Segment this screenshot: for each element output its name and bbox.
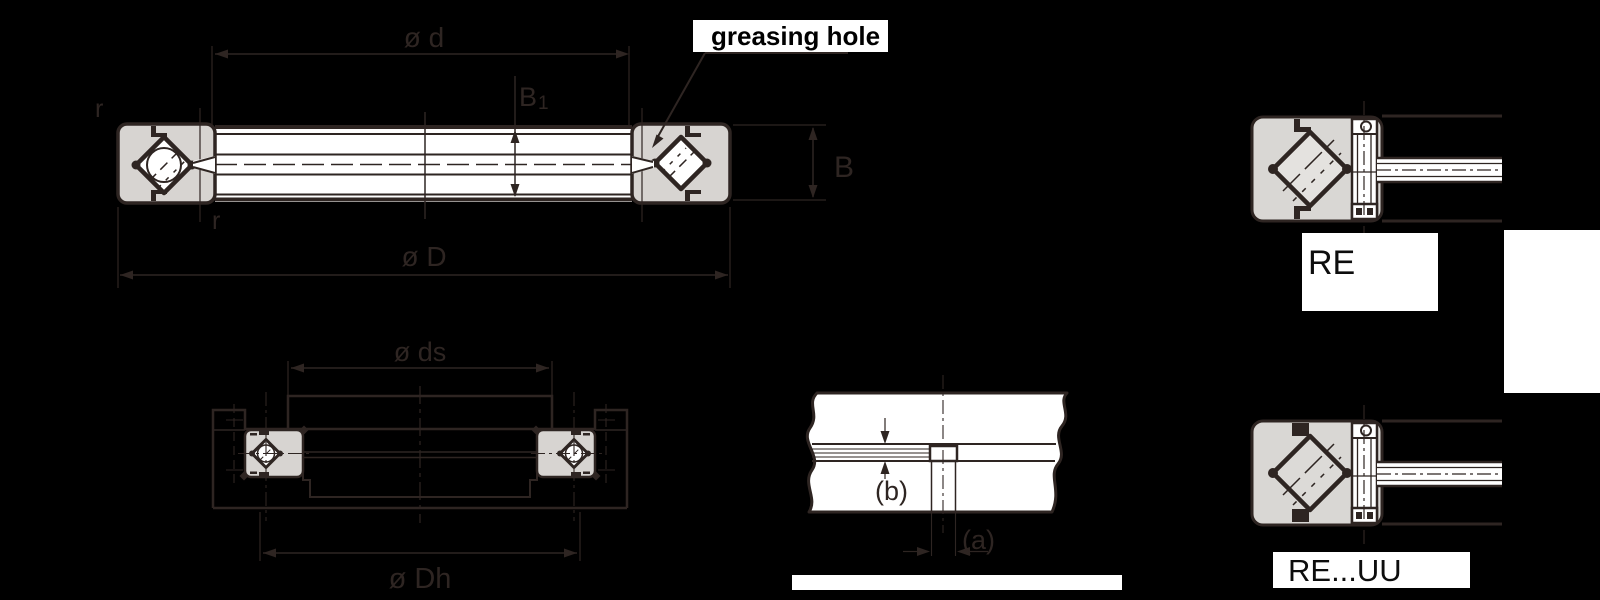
dim-b-label: B: [834, 151, 854, 184]
figure-type-re: RE: [1250, 101, 1502, 311]
seal-bottom: [1292, 509, 1309, 522]
type-open-label: RE: [1308, 244, 1355, 282]
dim-groove-depth: (b): [875, 418, 908, 506]
corner-radius-label-top: r: [95, 95, 103, 123]
dim-bearing-width: B: [733, 124, 854, 201]
corner-radius-label-bottom: r: [212, 207, 220, 235]
dim-a-detail-label: (a): [962, 525, 995, 555]
dim-bore-label: ø d: [404, 22, 444, 53]
dim-bore-diameter: ø d: [211, 22, 630, 128]
dim-b-detail-label: (b): [875, 476, 908, 506]
leader-arrowhead: [652, 134, 664, 148]
dim-outer-label: ø D: [401, 241, 446, 272]
figure-type-re-uu: RE...UU: [1250, 405, 1502, 588]
housing-right: [593, 408, 629, 508]
ring-band: [215, 125, 632, 202]
dim-b1-subscript: 1: [538, 93, 549, 114]
dim-inner-ring-width: B 1: [510, 76, 549, 197]
seal-top: [1292, 423, 1309, 436]
type-sealed-label: RE...UU: [1288, 553, 1402, 588]
figure-cross-section: ø d B 1 B ø D r r: [95, 20, 888, 288]
greasing-hole-callout: greasing hole: [652, 20, 888, 148]
page-white-area: [1504, 230, 1600, 393]
dim-dh-label: ø Dh: [389, 563, 452, 595]
housing-left: [211, 408, 247, 508]
type-open-box: [1302, 233, 1438, 311]
dim-shaft-shoulder: ø ds: [287, 337, 553, 399]
dim-outer-diameter: ø D: [117, 207, 731, 288]
greasing-hole-label: greasing hole: [711, 21, 880, 51]
callout-box: [693, 20, 888, 52]
figure-groove-detail: (b) (a): [806, 375, 1069, 556]
figure-mounting-section: ø ds ø Dh: [211, 337, 629, 595]
dim-housing-shoulder: ø Dh: [259, 512, 581, 595]
type-sealed-box: [1273, 552, 1470, 588]
page-white-strip: [792, 575, 1122, 590]
dim-b1-label: B: [519, 82, 537, 112]
dim-ds-label: ø ds: [394, 337, 447, 367]
dim-groove-width: (a): [903, 525, 995, 556]
